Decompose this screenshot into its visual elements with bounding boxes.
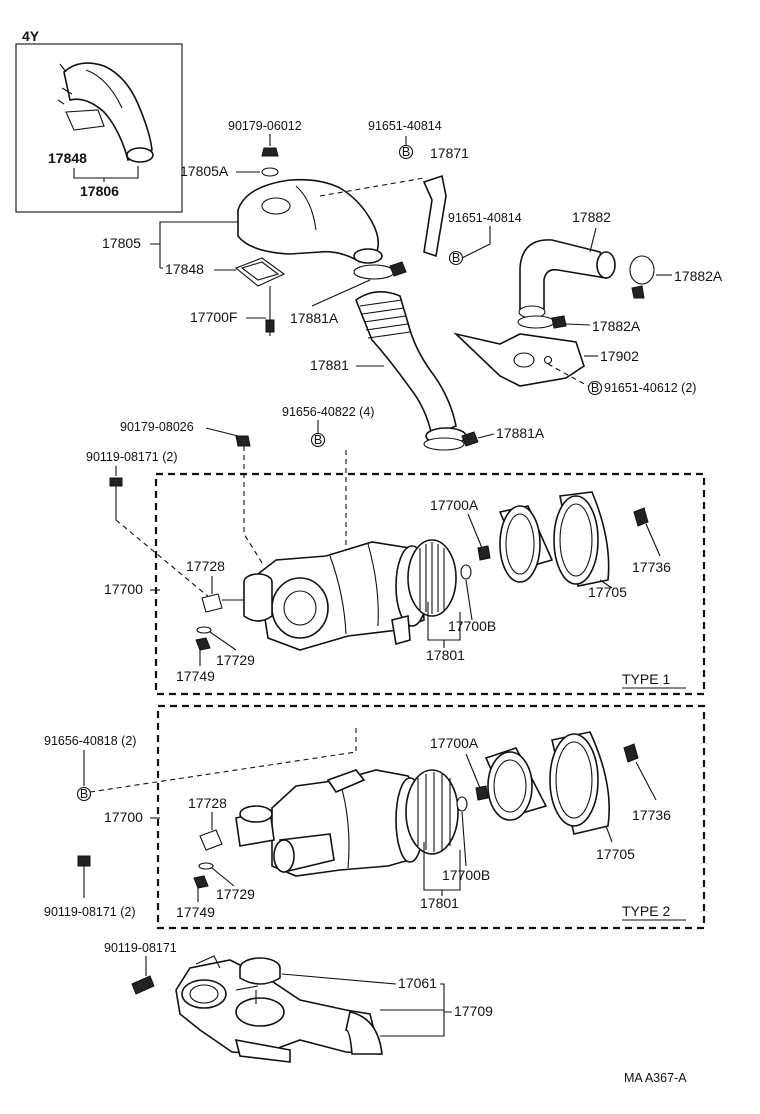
label-17709: 17709 xyxy=(454,1003,493,1019)
label-17882A-b: 17882A xyxy=(592,318,641,334)
bolt-marker-b5: B xyxy=(80,787,88,801)
label-17881A-a: 17881A xyxy=(290,310,339,326)
top-assembly: 90179-06012 17805A 17805 17848 17700F 91… xyxy=(86,119,723,520)
label-91651-40612: 91651-40612 (2) xyxy=(604,381,696,395)
footer-code: MA A367-A xyxy=(624,1071,687,1085)
type1-label-17801: 17801 xyxy=(426,647,465,663)
type2-label-17736: 17736 xyxy=(632,807,671,823)
type2-assembly: 91656-40818 (2) B 17728 17729 17749 1770… xyxy=(44,704,706,930)
type1-label-17700: 17700 xyxy=(104,581,143,597)
type1-title: TYPE 1 xyxy=(622,671,670,687)
label-17848: 17848 xyxy=(165,261,204,277)
label-90179-06012: 90179-06012 xyxy=(228,119,302,133)
label-91656-40822: 91656-40822 (4) xyxy=(282,405,374,419)
type1-label-17729: 17729 xyxy=(216,652,255,668)
label-17882A-a: 17882A xyxy=(674,268,723,284)
type2-label-17700A: 17700A xyxy=(430,735,479,751)
label-17061: 17061 xyxy=(398,975,437,991)
type2-label-17700B: 17700B xyxy=(442,867,490,883)
label-17805: 17805 xyxy=(102,235,141,251)
type2-title: TYPE 2 xyxy=(622,903,670,919)
inset-label: 4Y xyxy=(22,28,40,44)
label-17881A-b: 17881A xyxy=(496,425,545,441)
bolt-marker-b4: B xyxy=(314,433,322,447)
type1-label-17700B: 17700B xyxy=(448,618,496,634)
type1-label-17700A: 17700A xyxy=(430,497,479,513)
inset-duct-drawing xyxy=(57,62,154,163)
label-90119-08171-bottom: 90119-08171 xyxy=(104,941,177,955)
type2-label-17700: 17700 xyxy=(104,809,143,825)
type1-label-17728: 17728 xyxy=(186,558,225,574)
label-90119-08171-a: 90119-08171 (2) xyxy=(86,450,178,464)
label-17700F: 17700F xyxy=(190,309,237,325)
type2-label-17729: 17729 xyxy=(216,886,255,902)
label-91651-40814-a: 91651-40814 xyxy=(368,119,442,133)
type2-label-17728: 17728 xyxy=(188,795,227,811)
type1-label-17736: 17736 xyxy=(632,559,671,575)
label-17881: 17881 xyxy=(310,357,349,373)
type1-label-17749: 17749 xyxy=(176,668,215,684)
label-90179-08026: 90179-08026 xyxy=(120,420,194,434)
type2-label-17749: 17749 xyxy=(176,904,215,920)
label-91651-40814-b: 91651-40814 xyxy=(448,211,522,225)
air-intake-body-17805 xyxy=(237,178,380,263)
type2-label-91656-40818: 91656-40818 (2) xyxy=(44,734,136,748)
inset-label-17848: 17848 xyxy=(48,150,87,166)
type2-label-90119-08171: 90119-08171 (2) xyxy=(44,905,136,919)
inset-4y: 4Y 17848 17806 xyxy=(15,28,183,213)
label-17871: 17871 xyxy=(430,145,469,161)
bolt-marker-b3: B xyxy=(591,381,599,395)
pipe-17882 xyxy=(519,239,608,313)
type2-label-17705: 17705 xyxy=(596,846,635,862)
label-17805A: 17805A xyxy=(180,163,229,179)
bracket-17871 xyxy=(422,174,447,258)
type2-label-17801: 17801 xyxy=(420,895,459,911)
type1-label-17705: 17705 xyxy=(588,584,627,600)
label-17902: 17902 xyxy=(600,348,639,364)
type1-assembly: 17728 17729 17749 17700 17700A 17700B 17… xyxy=(104,446,706,696)
label-17882: 17882 xyxy=(572,209,611,225)
bottom-assembly: 90119-08171 17061 17709 xyxy=(104,941,493,1063)
bolt-marker-b1: B xyxy=(402,145,410,159)
inset-label-17806: 17806 xyxy=(80,183,119,199)
bolt-marker-b2: B xyxy=(452,251,460,265)
